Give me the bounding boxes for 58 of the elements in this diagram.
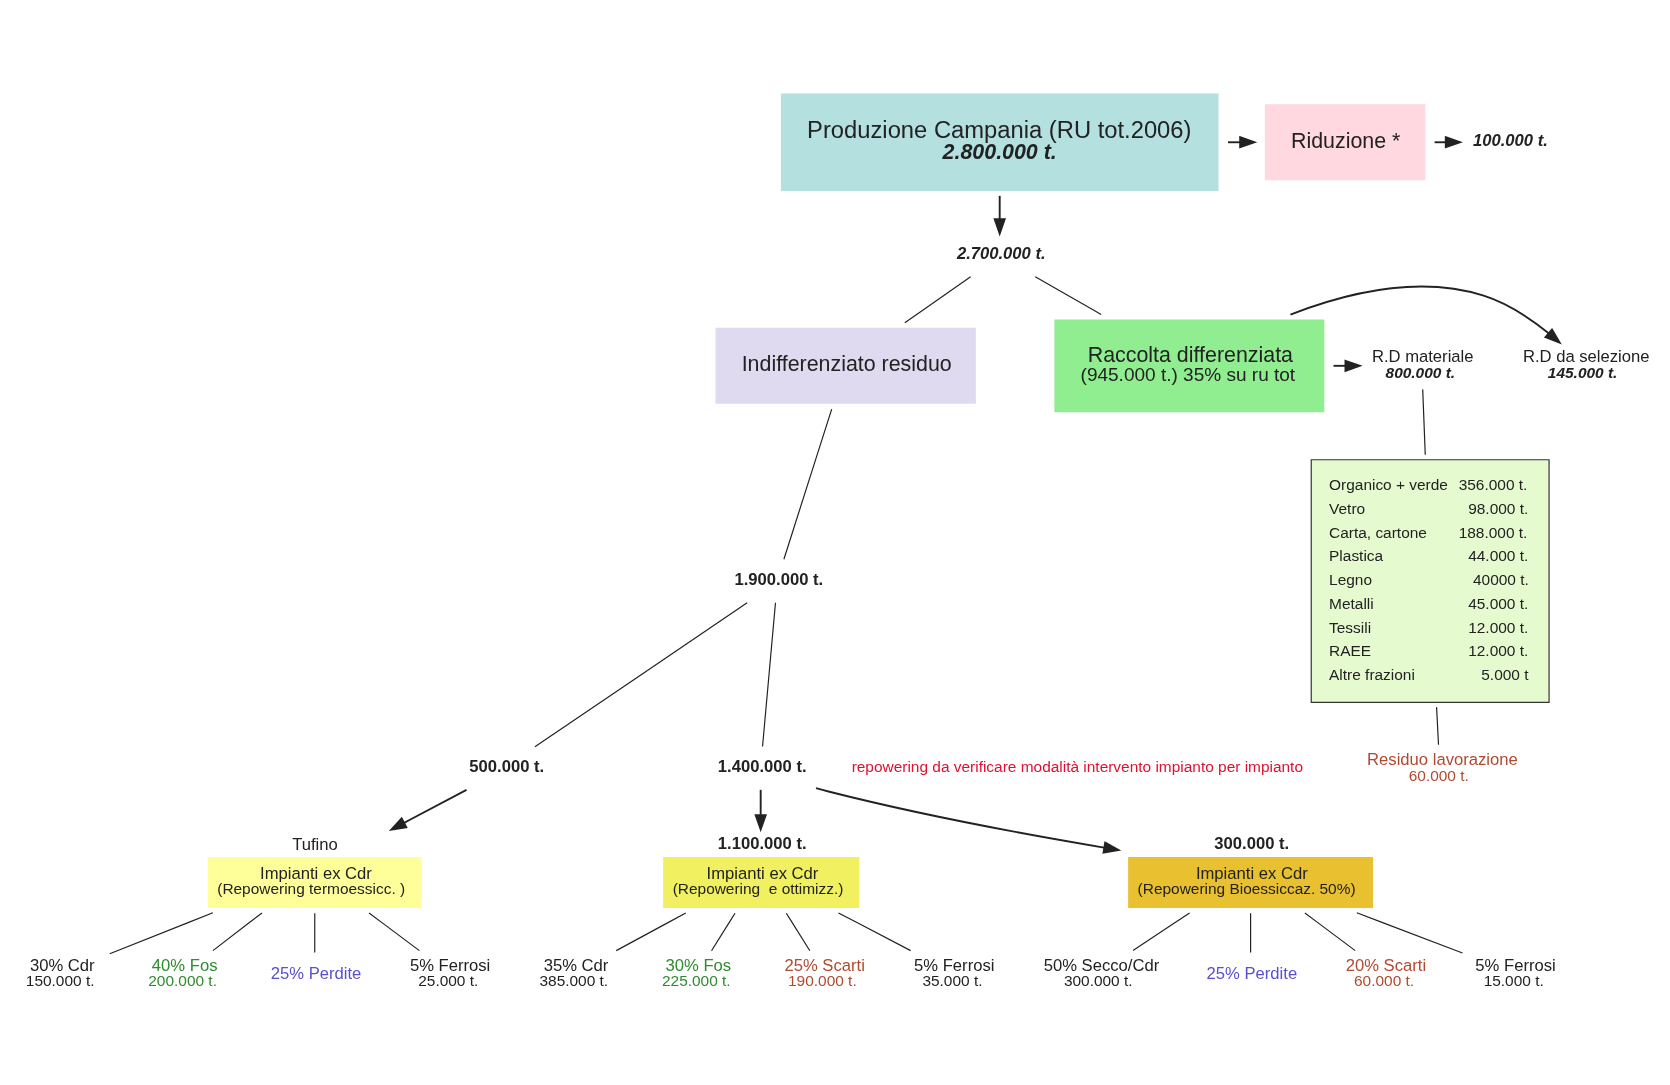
node-text: 50% Secco/Cdr 300.000 t. — [1043, 955, 1160, 989]
node-text: 5% Ferrosi 25.000 t. — [409, 955, 491, 989]
node-box: Riduzione * — [1264, 103, 1426, 180]
arrow — [1433, 135, 1463, 149]
arrow — [1289, 285, 1562, 344]
node-box: Indifferenziato residuo — [715, 327, 976, 404]
connector — [1250, 912, 1252, 953]
node-box: Impianti ex Cdr (Repowering Bioessiccaz. 50%) — [1128, 856, 1374, 908]
connector — [1034, 275, 1102, 315]
node-text: 1.400.000 t. — [717, 756, 807, 776]
connector — [1422, 388, 1426, 455]
connector — [904, 275, 972, 323]
connector — [837, 911, 912, 951]
node-text: 25% Perdite — [270, 963, 362, 983]
connector — [783, 407, 833, 560]
node-text: 25% Scarti 190.000 t. — [784, 955, 865, 989]
node-box: Impianti ex Cdr (Repowering termoessicc. ) — [207, 856, 422, 908]
arrow — [815, 786, 1122, 854]
node-text: 500.000 t. — [469, 756, 545, 776]
connector — [710, 912, 736, 951]
node-text: R.D materiale 800.000 t. — [1371, 346, 1474, 381]
node-box: Impianti ex Cdr (Repowering e ottimizz.) — [663, 856, 860, 908]
label: repowering da verificare modalità intervento impianto per impianto — [851, 757, 1304, 775]
connector — [785, 912, 811, 951]
node-text: R.D da selezione 145.000 t. — [1522, 346, 1650, 381]
node-text: 5% Ferrosi 35.000 t. — [914, 955, 995, 989]
arrow — [1227, 135, 1258, 149]
node-box: Produzione Campania (RU tot.2006) 2.800.000 t. — [780, 93, 1219, 191]
connector — [761, 601, 777, 747]
node-text: 1.900.000 t. — [734, 569, 824, 589]
connector — [1436, 706, 1440, 745]
connector — [368, 911, 420, 951]
node-text: Residuo lavorazione 60.000 t. — [1367, 749, 1518, 784]
node-text: 20% Scarti 60.000 t. — [1345, 955, 1427, 989]
arrow — [388, 788, 468, 831]
connector — [615, 911, 687, 951]
connector — [314, 912, 316, 953]
node-box: Raccolta differenziata (945.000 t.) 35% su ru tot — [1054, 318, 1325, 412]
node-text: 2.700.000 t. — [956, 243, 1046, 263]
connector — [1356, 911, 1464, 954]
connector — [1304, 911, 1356, 951]
node-text: 30% Cdr 150.000 t. — [25, 955, 95, 989]
node-text: 40% Fos 200.000 t. — [148, 955, 218, 989]
connector — [212, 911, 263, 951]
arrow — [1332, 359, 1363, 372]
node-text: 100.000 t. — [1472, 130, 1548, 150]
node-text: 5% Ferrosi 15.000 t. — [1475, 955, 1556, 989]
arrow — [754, 788, 767, 832]
connector — [534, 601, 748, 747]
node-label: Tufino — [292, 834, 338, 854]
node-text: 25% Perdite — [1206, 963, 1298, 983]
node-label: 1.100.000 t. — [717, 833, 807, 853]
node-text: 30% Fos 225.000 t. — [661, 955, 732, 989]
arrow — [993, 194, 1007, 236]
node-text: 35% Cdr 385.000 t. — [539, 955, 609, 989]
connector — [109, 911, 214, 954]
node-label: 300.000 t. — [1214, 833, 1290, 853]
connector — [1132, 911, 1191, 951]
